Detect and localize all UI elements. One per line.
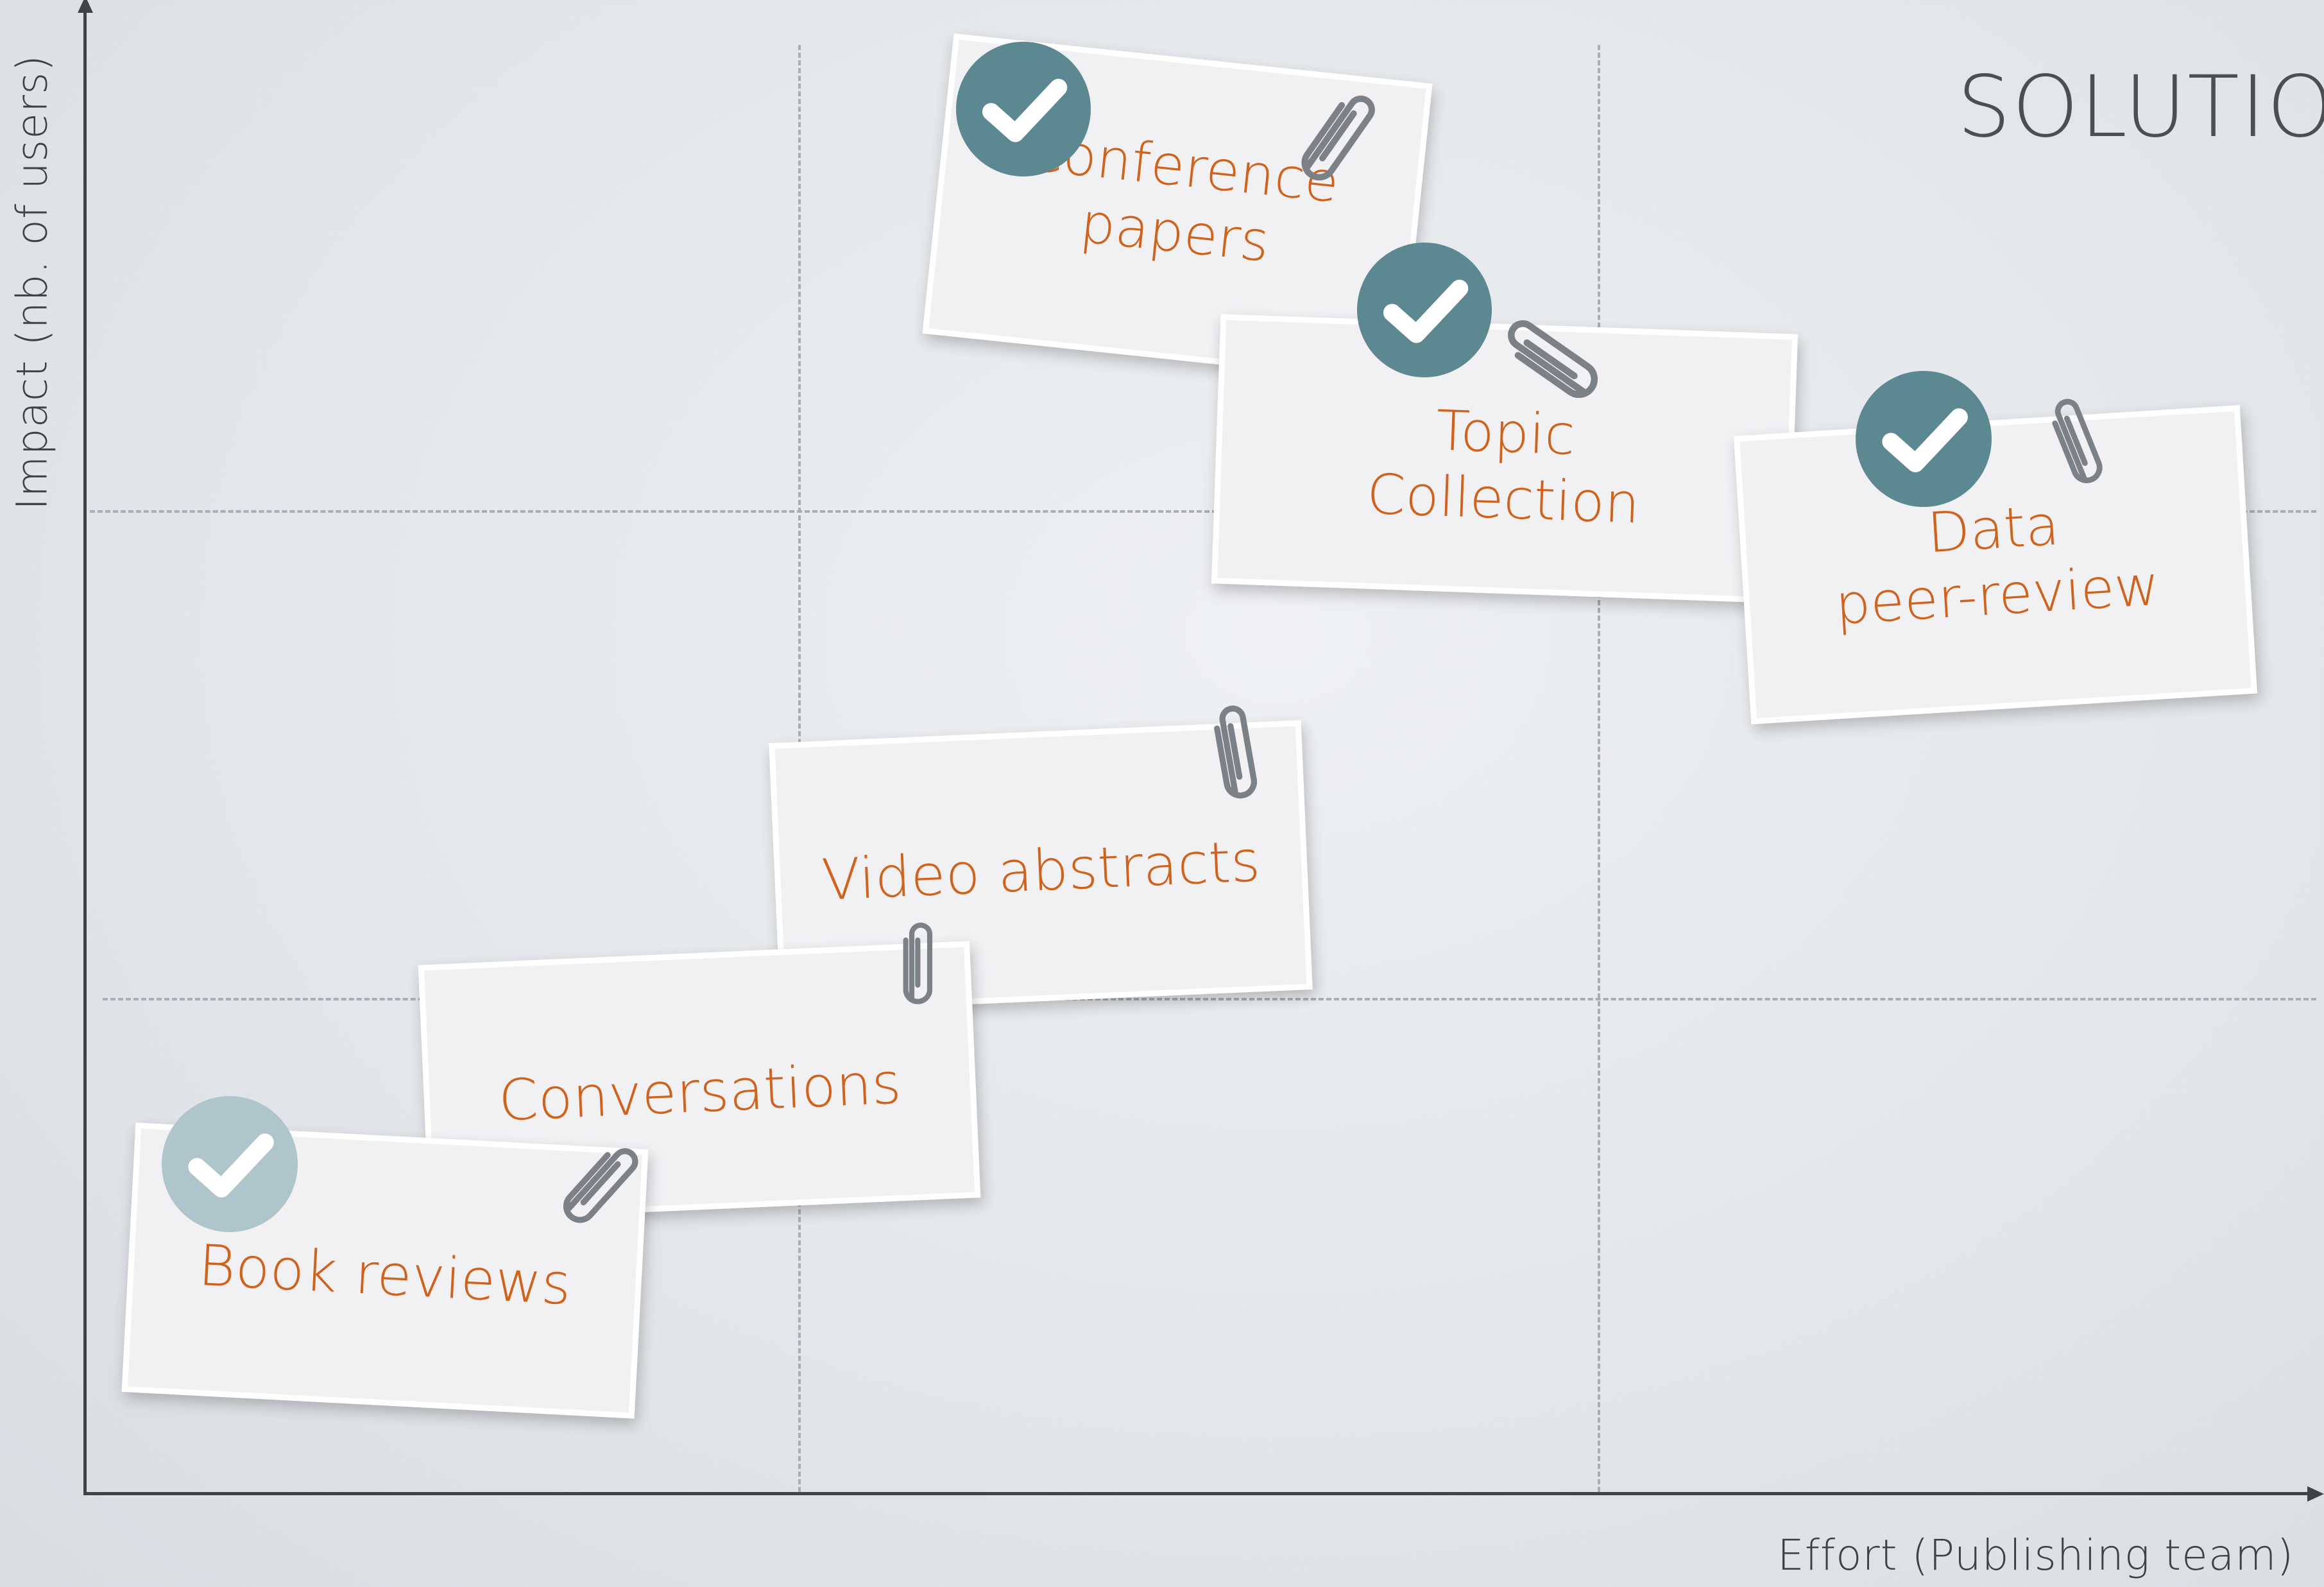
paperclip-icon — [898, 911, 943, 1014]
card-label-line: Video abstracts — [820, 828, 1261, 913]
paperclip-icon — [2037, 385, 2121, 493]
card-label-line: Conversations — [497, 1050, 903, 1134]
card-label: Data peer-review — [1744, 482, 2246, 644]
x-axis — [83, 1492, 2310, 1495]
check-icon — [1357, 243, 1492, 377]
y-axis-arrow — [78, 0, 93, 13]
grid-line-lower — [103, 998, 2316, 1000]
card-label: Topic Collection — [1219, 391, 1790, 543]
card-label-line: Book reviews — [196, 1231, 573, 1318]
paperclip-icon — [1203, 689, 1274, 812]
y-axis — [83, 9, 87, 1495]
check-icon — [956, 42, 1091, 176]
card-label: Conversations — [429, 1047, 971, 1138]
paperclip-icon — [547, 1127, 660, 1245]
page-title: SOLUTIO — [1957, 58, 2324, 157]
paperclip-icon — [1483, 296, 1621, 416]
card-label: Video abstracts — [779, 825, 1303, 916]
card-data-peer-review[interactable]: Data peer-review — [1734, 405, 2257, 725]
check-icon — [1856, 371, 1992, 507]
grid-line-right — [1598, 45, 1600, 1492]
x-axis-label: Effort (Publishing team) — [1777, 1531, 2294, 1580]
paperclip-icon — [1286, 77, 1396, 200]
x-axis-arrow — [2307, 1486, 2324, 1502]
y-axis-label: Impact (nb. of users) — [7, 54, 57, 511]
check-icon — [162, 1096, 298, 1232]
grid-line-upper — [90, 510, 2316, 513]
card-label: Book reviews — [132, 1228, 637, 1322]
